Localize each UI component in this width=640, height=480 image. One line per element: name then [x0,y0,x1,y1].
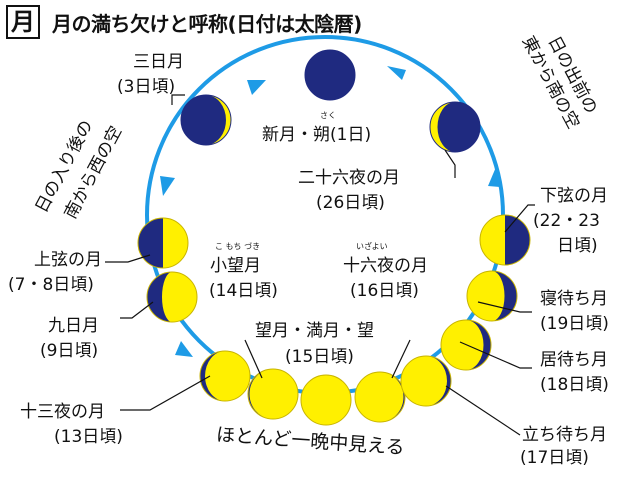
moon-disc [401,356,451,406]
label-nijurokuya: 二十六夜の月 [298,168,400,188]
arrow-icon [488,167,500,187]
moon-shade [426,356,451,406]
moon-jogen [137,217,189,269]
label-nemachi: 寝待ち月 [540,288,608,309]
moon-outline [304,49,356,101]
leader-line [459,341,532,369]
leader-line [477,301,532,313]
day-jogen: (7・8日頃) [8,275,94,295]
label-mochizuki: 望月・満月・望 [255,321,374,341]
moon-shade [466,320,491,370]
day-kagen: (22・23 [533,211,600,231]
moon-outline [180,94,232,146]
label-mikazuki: 三日月 [133,52,184,72]
leader-line [244,339,263,379]
day-mikazuki: (3日頃) [117,77,175,97]
day-kokonoka: (9日頃) [40,341,98,361]
leader-line [444,149,456,178]
moon-outline [300,374,352,426]
moon-shade [505,215,530,265]
moon-tachimachi [400,355,452,407]
leader-line [120,301,154,319]
moon-disc [248,369,298,419]
label-jusanya: 十三夜の月 [20,402,105,422]
arrow-icon [387,66,406,80]
day-nijurokuya: (26日頃) [316,193,385,213]
moon-outline [247,368,299,420]
moon-mikazuki [180,94,232,146]
moon-new [304,49,356,101]
moon-nemachi [466,270,518,322]
label-jogen: 上弦の月 [34,250,102,270]
moon-shade [200,351,225,401]
moon-outline [440,319,492,371]
moon-disc [355,372,405,422]
label-imachi: 居待ち月 [540,350,608,370]
leader-line [445,385,521,436]
ruby-izayoi: いざよい [356,241,388,251]
moon-outline [400,355,452,407]
moon-disc [301,375,351,425]
moon-disc [430,102,480,152]
leader-line [391,339,411,379]
ruby-saku: さく [320,111,336,120]
ruby-komochizuki: こ もち づき [215,242,260,251]
label-tachimachi: 立ち待ち月 [522,425,607,445]
moon-disc [181,95,231,145]
leader-line [105,254,151,263]
leader-line [171,94,185,105]
label-new-moon: 新月・朔(1日) [262,125,371,145]
moon-outline [479,214,531,266]
day-jusanya: (13日頃) [54,427,123,447]
moon-shade [147,272,172,322]
day-kagen-2: 日頃) [557,236,598,256]
moon-shade [206,95,231,145]
moon-badge: 月 [6,5,40,39]
moon-outline [466,270,518,322]
moon-outline [354,371,406,423]
label-izayoi: 十六夜の月 [343,256,428,276]
moon-outline [199,350,251,402]
moon-shade [430,102,455,152]
moon-layer [137,49,531,426]
day-tachimachi: (17日頃) [520,448,589,468]
moon-izayoi [354,371,406,423]
arrow-icon [160,176,175,196]
moon-kagen [479,214,531,266]
label-komochizuki: 小望月 [210,256,261,276]
moon-outline [146,271,198,323]
leader-line [120,375,211,411]
diagram-title: 月の満ち欠けと呼称(日付は太陰暦) [52,12,362,36]
moon-shade [492,271,517,321]
day-komochizuki: (14日頃) [209,281,278,301]
moon-mochizuki [300,374,352,426]
moon-kokonoka [146,271,198,323]
moon-outline [429,101,481,153]
moon-komochizuki [247,368,299,420]
label-kagen: 下弦の月 [540,186,608,206]
arrow-icon [175,341,193,357]
leader-lines [105,94,535,436]
moon-nijurokuya [429,101,481,153]
day-mochizuki: (15日頃) [285,347,354,367]
day-imachi: (18日頃) [540,375,609,395]
moon-disc [200,351,250,401]
arrow-icon [247,80,266,95]
moon-disc [305,50,355,100]
moon-shade [138,218,163,268]
label-kokonoka: 九日月 [48,316,99,336]
day-izayoi: (16日頃) [350,281,419,301]
moon-outline [137,217,189,269]
moon-jusanya [199,350,251,402]
day-nemachi: (19日頃) [540,314,609,334]
caption-all-night: ほとんど一晩中見える [215,424,405,459]
leader-line [504,204,535,233]
